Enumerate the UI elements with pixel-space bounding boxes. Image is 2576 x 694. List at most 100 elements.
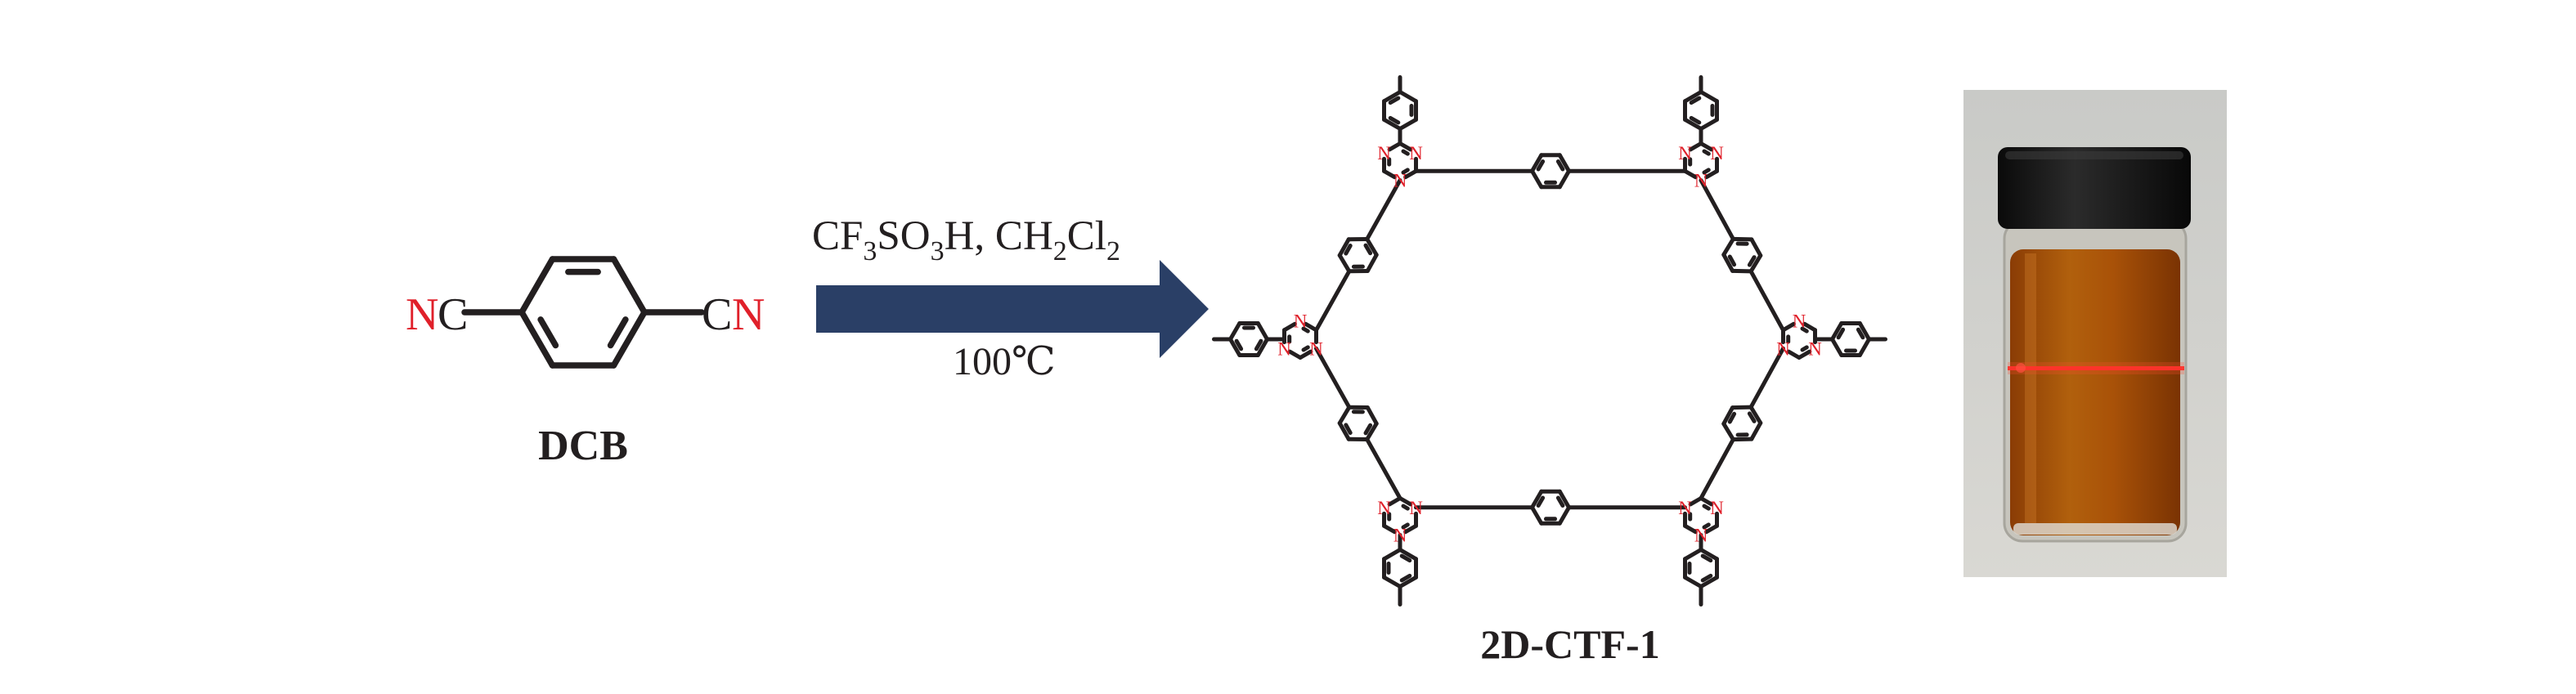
phenylene-bond-double	[1747, 255, 1757, 267]
monomer-label: DCB	[538, 423, 628, 469]
triazine-double-bond	[1401, 504, 1410, 511]
phenylene-bond	[1530, 168, 1544, 190]
nitrogen-atom-label: N	[1409, 143, 1423, 163]
triazine-bond	[1704, 523, 1719, 535]
phenylene-bond	[1228, 321, 1242, 342]
phenylene-bond	[1857, 337, 1871, 357]
phenylene-bond	[1699, 117, 1719, 131]
nitrogen-atom-label: N	[1409, 498, 1423, 518]
phenylene-bond	[1398, 90, 1418, 104]
phenylene-bond	[1830, 321, 1844, 342]
phenylene-bond-double	[1363, 243, 1373, 256]
phenylene-bond	[1382, 575, 1402, 589]
ring-bond	[610, 256, 648, 316]
phenylene-bond	[1255, 321, 1269, 342]
phenylene-bond-double	[1344, 423, 1353, 435]
phenylene-bond-double	[1344, 244, 1353, 256]
phenylene-bond	[1721, 236, 1735, 257]
phenylene-bond-double	[1689, 115, 1702, 125]
phenylene-bond	[1557, 168, 1571, 190]
phenylene-bond	[1830, 337, 1844, 357]
phenylene-bond	[1857, 321, 1871, 342]
phenylene-bond	[1398, 117, 1418, 131]
linker-bond	[1699, 437, 1735, 500]
temperature-text: 100℃	[953, 340, 1056, 383]
phenylene-bond	[1683, 117, 1703, 131]
phenylene-bond	[1699, 90, 1719, 104]
nitrogen-atom-label: N	[1694, 526, 1708, 546]
phenylene-bond-double	[1700, 553, 1713, 563]
phenylene-bond	[1748, 253, 1763, 274]
phenylene-bond-double	[1399, 553, 1412, 563]
triazine-double-bond	[1401, 522, 1410, 530]
triazine-bond	[1287, 349, 1303, 360]
triazine-double-bond	[1702, 168, 1711, 175]
phenylene-bond-double	[1856, 327, 1865, 340]
phenylene-bond-double	[1727, 254, 1737, 267]
phenylene-bond-double	[1689, 96, 1702, 105]
phenylene-bond-double	[1536, 159, 1546, 172]
linker-bond	[1699, 178, 1735, 241]
phenylene-bond	[1398, 575, 1418, 589]
phenylene-bond	[1749, 420, 1763, 441]
phenylene-bond	[1530, 505, 1544, 526]
phenylene-bond-double	[1555, 159, 1565, 172]
vial-base-reflection	[2013, 523, 2177, 535]
triazine-double-bond	[1301, 345, 1310, 352]
phenylene-bond	[1557, 489, 1571, 510]
nitrogen-atom-label: N	[1678, 498, 1692, 518]
phenylene-bond-double	[1363, 423, 1373, 436]
phenylene-bond	[1699, 548, 1719, 562]
phenylene-bond	[1382, 90, 1402, 104]
phenylene-bond-double	[1700, 573, 1713, 583]
phenylene-bond	[1721, 253, 1735, 273]
phenylene-bond	[1699, 575, 1719, 589]
nitrile-left-c: C	[438, 289, 468, 340]
nitrogen-atom-label: N	[1294, 311, 1308, 332]
reagents-text: CF3SO3H, CH2Cl2	[812, 213, 1120, 266]
nitrogen-atom-label: N	[1808, 338, 1822, 359]
triazine-double-bond	[1301, 326, 1310, 334]
phenylene-bond	[1365, 253, 1379, 273]
phenylene-bond	[1748, 405, 1763, 425]
phenylene-bond-double	[1388, 115, 1401, 125]
triazine-double-bond	[1702, 522, 1711, 530]
nitrile-right-n: N	[732, 289, 765, 340]
product-label: 2D-CTF-1	[1480, 621, 1659, 667]
nitrogen-atom-label: N	[1776, 338, 1790, 359]
phenylene-bond	[1382, 117, 1402, 131]
phenylene-bond	[1730, 405, 1753, 410]
phenylene-bond-double	[1727, 411, 1737, 424]
triazine-bond	[1282, 321, 1297, 333]
linker-bond	[1365, 178, 1402, 241]
reaction-conditions: CF3SO3H, CH2Cl2 100℃	[812, 213, 1209, 383]
nitrogen-atom-label: N	[1694, 171, 1708, 191]
laser-glow	[2008, 362, 2184, 374]
phenylene-bond	[1721, 405, 1735, 426]
phenylene-bond	[1730, 437, 1754, 442]
benzene-ring	[461, 256, 705, 369]
phenylene-bond	[1398, 548, 1418, 562]
ring-double-bond	[607, 316, 629, 349]
phenylene-bond	[1683, 90, 1703, 104]
phenylene-bond-double	[1555, 495, 1565, 508]
triazine-double-bond	[1702, 504, 1711, 511]
phenylene-bond	[1255, 337, 1269, 357]
cap-highlight	[2005, 151, 2183, 159]
phenylene-bond	[1365, 237, 1379, 257]
phenylene-bond	[1721, 421, 1735, 442]
nitrile-left-n: N	[406, 289, 438, 340]
vial-liquid	[2010, 249, 2180, 535]
phenylene-bond	[1683, 548, 1703, 562]
nitrogen-atom-label: N	[1309, 338, 1323, 359]
phenylene-bond	[1749, 237, 1763, 258]
triazine-double-bond	[1401, 168, 1410, 175]
linker-bond	[1748, 269, 1785, 333]
nitrogen-atom-label: N	[1710, 143, 1724, 163]
phenylene-bond-double	[1399, 573, 1412, 583]
phenylene-bond	[1337, 405, 1352, 426]
nitrile-right-c: C	[702, 289, 732, 340]
